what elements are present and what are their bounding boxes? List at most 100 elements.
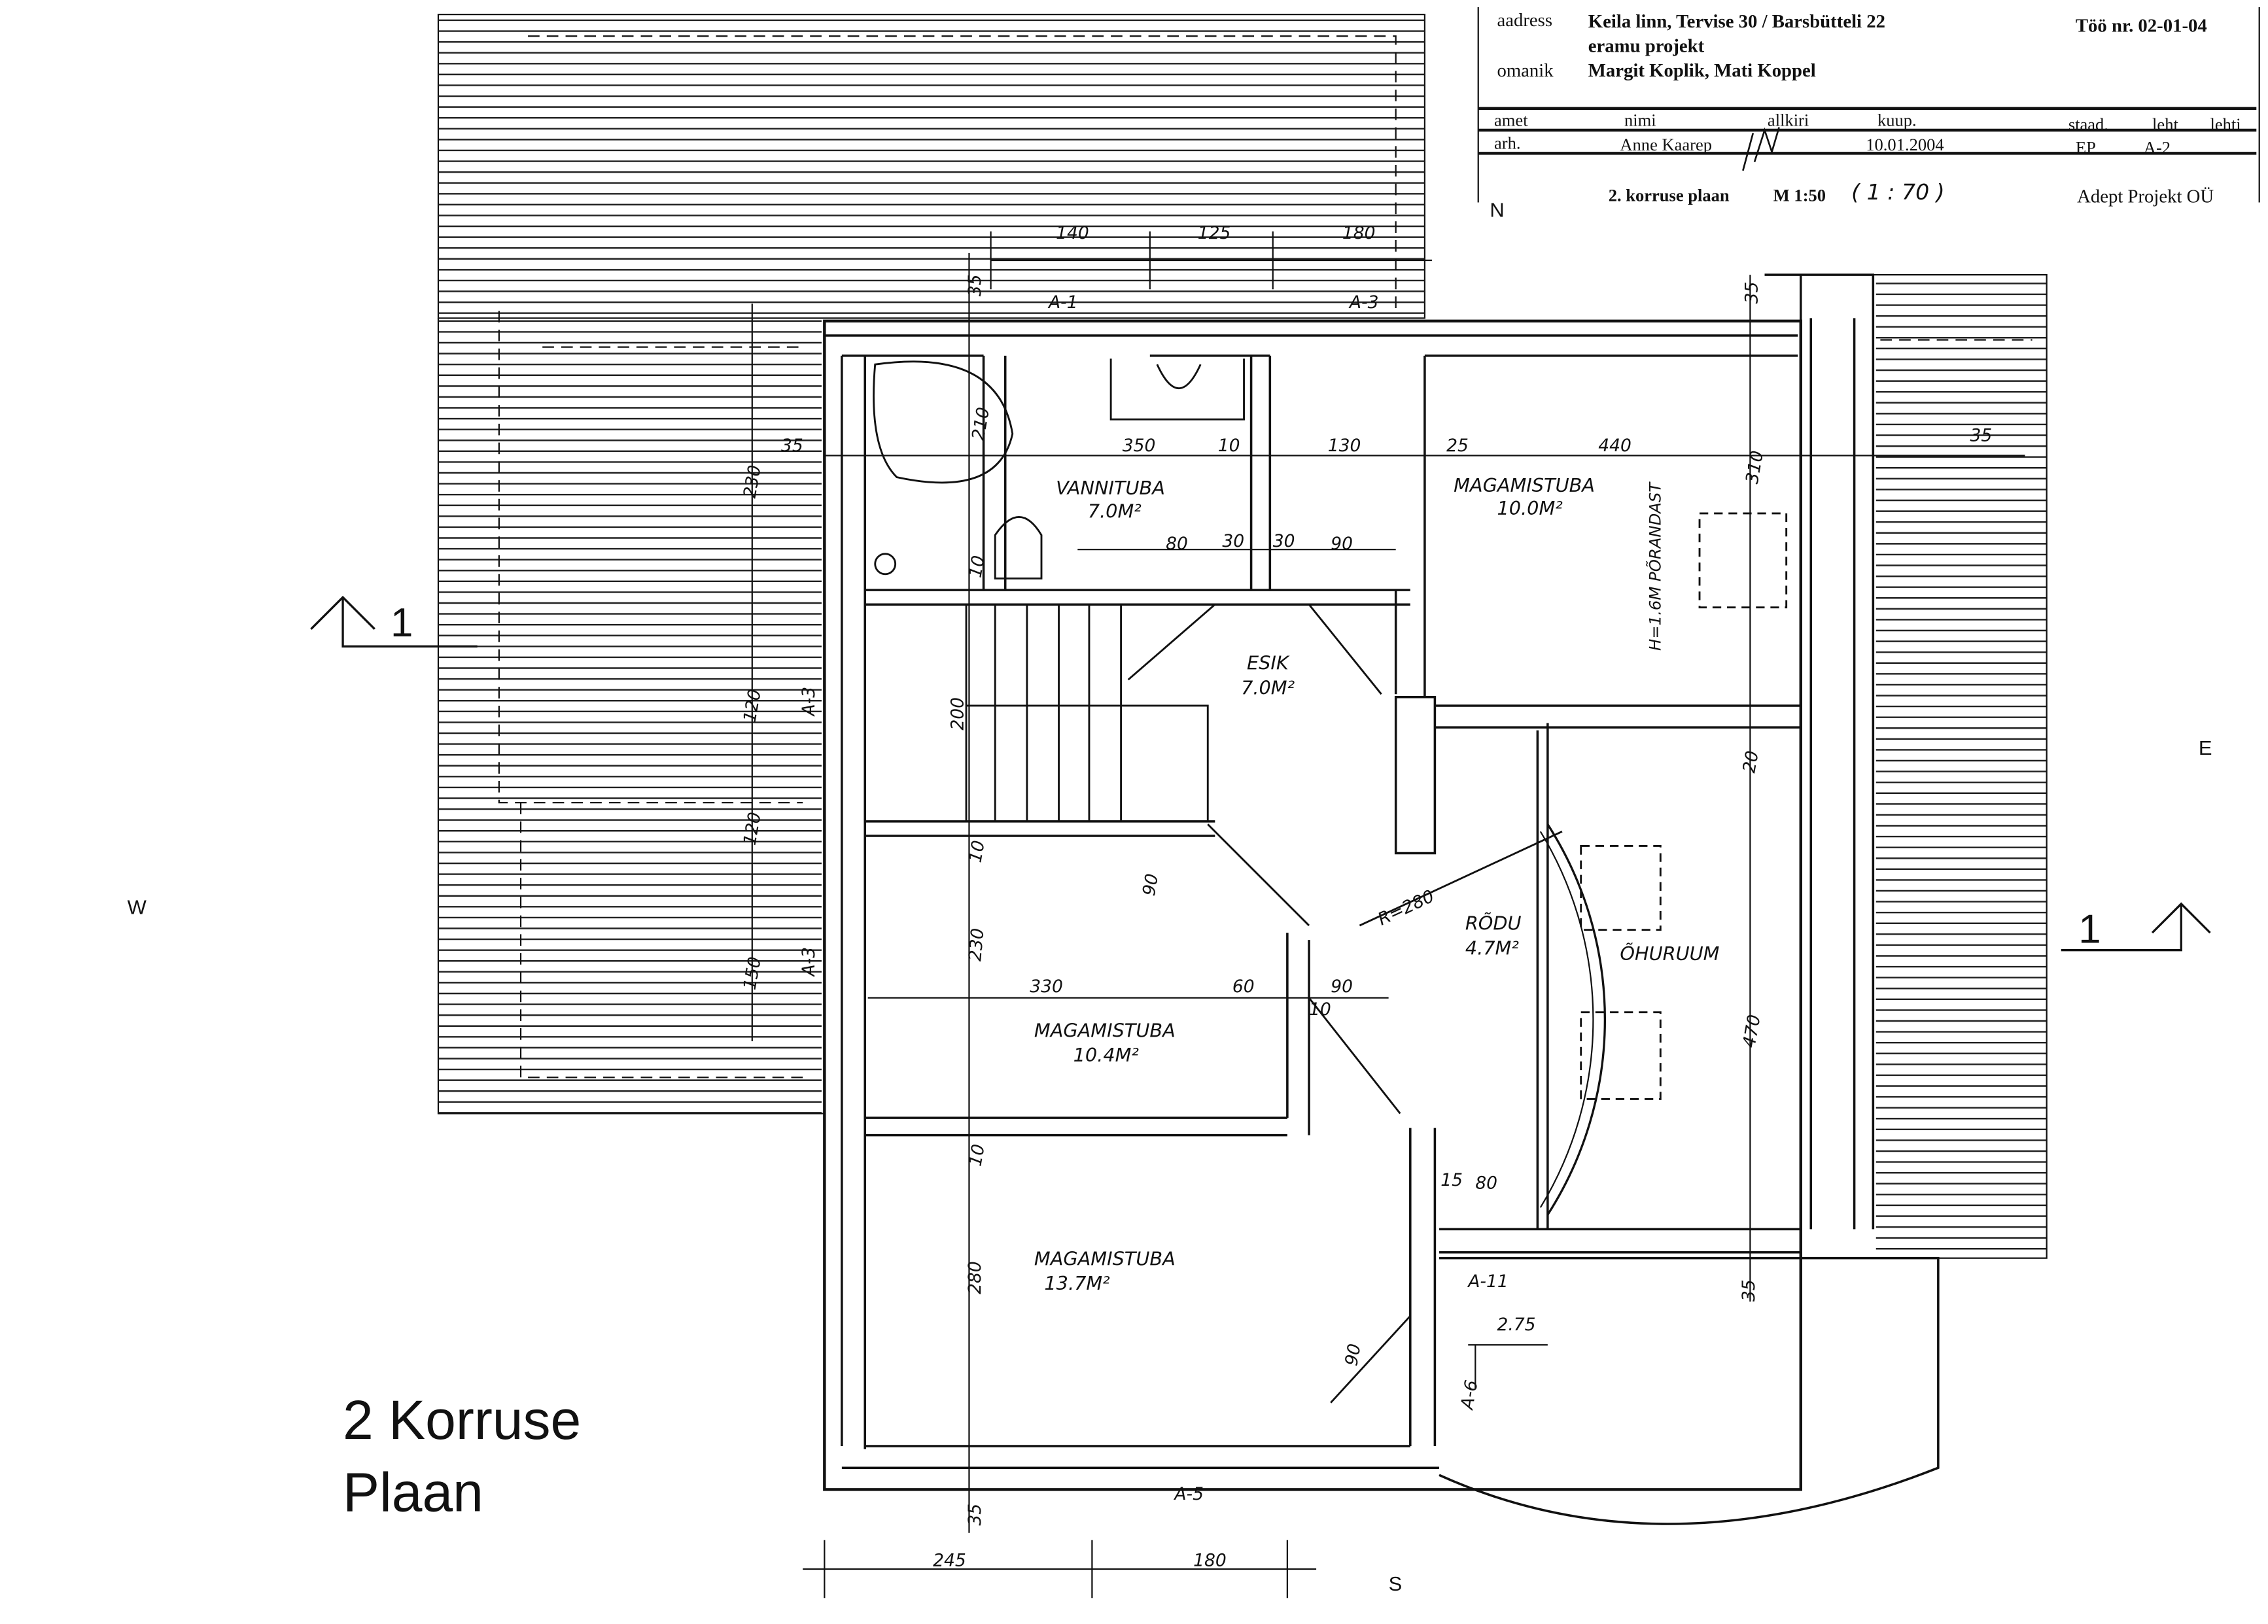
room-name: MAGAMISTUBA [1454,474,1595,496]
dim-label: 60 [1232,976,1255,997]
signature [1742,127,1780,171]
roof-outline-top [437,14,1426,319]
dim-label: 350 [1123,436,1156,456]
dim-label: 35 [781,436,803,456]
address-label: aadress [1497,10,1552,31]
dim-label: 90 [1331,534,1353,554]
svg-text:1: 1 [391,600,413,646]
row-date: 10.01.2004 [1866,135,1944,154]
scale: M 1:50 [1773,185,1826,205]
dim-label: 80 [1475,1173,1497,1193]
bathtub [873,360,1014,484]
room-area: 7.0M² [1088,500,1142,523]
owner-label: omanik [1497,60,1554,81]
fixtures [873,358,1788,1404]
dim-label: 10 [965,1143,988,1168]
dim-label: 140 [1056,223,1089,243]
dim-label: 35 [965,275,985,297]
compass-east: E [2199,736,2212,759]
roof-hatching [438,19,2047,1250]
room-labels: VANNITUBA 7.0M² MAGAMISTUBA 10.0M² ESIK … [1034,474,1720,1294]
roof-outline-left [437,318,825,1114]
dim-label: 2.75 [1497,1315,1535,1335]
dim-label: 15 [1440,1170,1463,1190]
dimension-lines [751,231,2025,1598]
svg-text:1: 1 [2078,907,2101,952]
dim-label: 330 [1030,976,1063,997]
dim-label: 230 [965,927,988,962]
dim-label: 10 [1309,999,1331,1020]
staircase [965,603,1209,823]
room-area: 7.0M² [1241,676,1295,699]
toilet [994,516,1043,579]
dim-label: 90 [1331,976,1353,997]
dim-label: 25 [1446,436,1469,456]
roof-dashed-lines [498,35,2032,1079]
col-lehti: lehti [2210,114,2241,134]
dim-label: 210 [968,406,994,441]
dim-label: 30 [1222,531,1244,551]
address: Keila linn, Tervise 30 / Barsbütteli 22 [1588,11,1885,32]
dim-label: 80 [1166,534,1188,554]
company: Adept Projekt OÜ [2077,186,2214,207]
dimension-labels: 140 125 180 A-1 A-3 35 350 10 130 25 440… [740,223,1993,1571]
sink [1109,358,1245,421]
axis-label: A-5 [1173,1484,1204,1504]
dim-label: 440 [1598,436,1631,456]
room-area: 10.4M² [1073,1044,1140,1066]
dim-label: 35 [1970,425,1992,445]
walls [823,273,1940,1525]
work-number: Töö nr. 02-01-04 [2076,16,2207,37]
owner: Margit Koplik, Mati Koppel [1588,60,1816,81]
title-block: aadress Keila linn, Tervise 30 / Barsbüt… [1477,7,2260,207]
dim-label: 120 [740,687,765,723]
dim-label: 35 [965,1504,985,1526]
room-name: RÕDU [1465,912,1522,935]
col-nimi: nimi [1624,110,1656,130]
height-note: H=1.6M PÕRANDAST [1645,481,1664,651]
room-area: 10.0M² [1497,497,1563,519]
compass-south: S [1389,1572,1403,1595]
col-kuup: kuup. [1877,110,1917,130]
axis-label: A-3 [799,687,819,717]
plan-caption-line2: Plaan [343,1462,483,1523]
compass-north: N [1490,199,1504,222]
radius-note: R=280 [1374,886,1437,930]
dim-label: 10 [965,839,988,865]
dim-label: 180 [1193,1551,1227,1571]
dim-label: 200 [948,697,968,731]
scale-handwritten: ( 1 : 70 ) [1851,179,1945,205]
room-name: MAGAMISTUBA [1034,1019,1176,1041]
room-area: 4.7M² [1465,937,1519,959]
dim-label: 310 [1742,449,1768,485]
room-name: MAGAMISTUBA [1034,1248,1176,1270]
room-name: VANNITUBA [1056,477,1165,499]
dim-label: 35 [1739,1279,1759,1302]
col-staad: staad. [2068,114,2108,134]
axis-label: A-11 [1467,1271,1508,1292]
axis-label: A-3 [1348,292,1379,313]
col-allkiri: allkiri [1768,110,1809,130]
col-leht: leht [2152,114,2178,134]
project-type: eramu projekt [1588,36,1705,57]
compass-west: W [128,895,147,918]
plan-caption-line1: 2 Korruse [343,1389,581,1451]
dim-label: 90 [1341,1342,1365,1368]
dim-label: 35 [1741,282,1762,304]
dim-label: 130 [1328,436,1361,456]
dim-label: 280 [965,1261,985,1294]
dim-label: 125 [1198,223,1231,243]
dim-label: 90 [1139,872,1162,897]
row-name: Anne Kaarep [1620,135,1712,154]
dim-label: 245 [933,1551,966,1571]
roof-outline-right [1873,273,2048,1259]
row-stage: EP [2076,137,2096,157]
room-name: ESIK [1247,652,1290,674]
dim-label: 20 [1739,750,1762,775]
room-area: 13.7M² [1044,1272,1110,1294]
dim-label: 10 [965,554,988,579]
dim-label: 470 [1739,1013,1764,1049]
axis-label: A-1 [1047,292,1078,313]
section-marker-right: 1 [2061,902,2211,952]
drawing-title: 2. korruse plaan [1609,185,1730,205]
